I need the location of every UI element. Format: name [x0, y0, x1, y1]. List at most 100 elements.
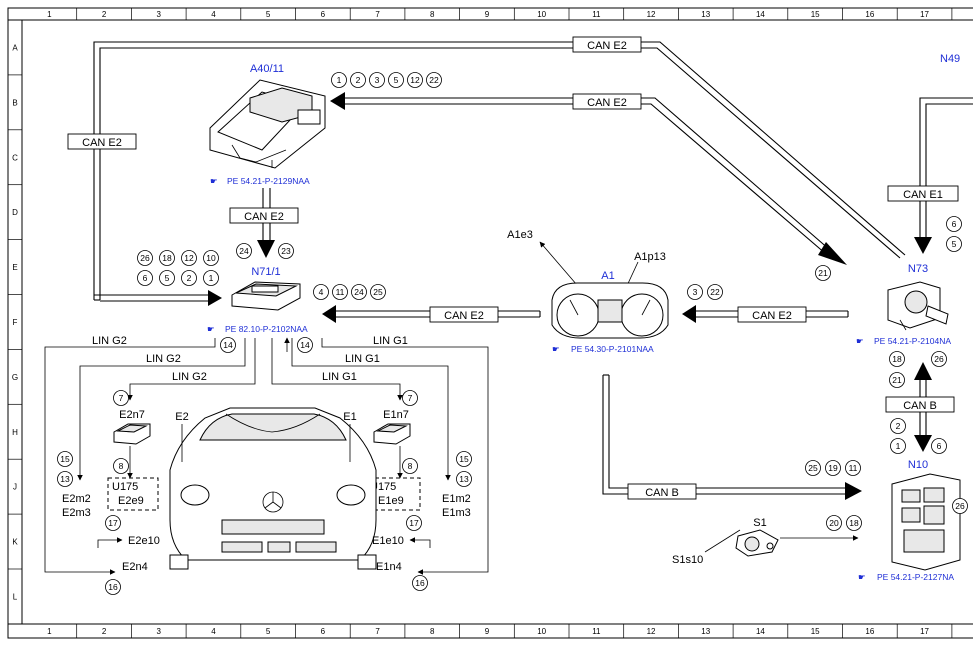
svg-text:E2e9: E2e9: [118, 495, 144, 507]
ruler-bottom-label: 5: [266, 627, 271, 636]
doc-ref-icon: ☛: [210, 176, 218, 186]
s1s10-label: S1s10: [672, 554, 703, 566]
ruler-top-label: 10: [537, 10, 546, 19]
svg-text:17: 17: [409, 518, 419, 528]
callout-circle: 5: [159, 270, 175, 286]
a40-11-unit[interactable]: [209, 79, 326, 169]
n10-signal-module[interactable]: [891, 473, 961, 571]
callout-circle: 6: [137, 270, 153, 286]
n73-label: N73: [908, 263, 928, 275]
doc-ref-icon: ☛: [856, 336, 864, 346]
vehicle-front-illustration: [169, 407, 377, 570]
svg-text:7: 7: [119, 393, 124, 403]
svg-text:8: 8: [408, 461, 413, 471]
svg-text:26: 26: [140, 253, 150, 263]
ruler-top-label: 2: [102, 10, 107, 19]
a40-11-ref[interactable]: ☛ PE 54.21-P-2129NAA: [210, 176, 310, 186]
svg-text:CAN E2: CAN E2: [587, 40, 627, 52]
can-e2-bus-top: [93, 41, 906, 306]
drawing-frame: [7, 7, 973, 639]
e2n7-module[interactable]: [113, 423, 151, 445]
ruler-left-label: B: [12, 98, 17, 107]
callout-circle: 16: [105, 579, 121, 595]
e2n7-label: E2n7: [119, 409, 145, 421]
svg-text:21: 21: [892, 375, 902, 385]
ruler-top-label: 13: [701, 10, 710, 19]
callout-circle: 20: [826, 515, 842, 531]
svg-text:CAN E1: CAN E1: [903, 189, 943, 201]
u175-right-box: U175 E1e9: [367, 477, 421, 511]
callout-circle: 3: [687, 284, 703, 300]
callout-circle: 1: [890, 438, 906, 454]
n73-ref[interactable]: ☛ PE 54.21-P-2104NA: [856, 336, 951, 346]
svg-text:CAN E2: CAN E2: [444, 310, 484, 322]
svg-text:24: 24: [354, 287, 364, 297]
callout-circle: 23: [278, 243, 294, 259]
n73-ignition-switch[interactable]: [887, 281, 949, 331]
a1e3-label: A1e3: [507, 229, 533, 241]
callout-circle: 22: [426, 72, 442, 88]
callout-circle: 8: [113, 458, 129, 474]
svg-text:18: 18: [849, 518, 859, 528]
a40-11-label: A40/11: [250, 63, 284, 75]
svg-text:24: 24: [239, 246, 249, 256]
ruler-top-label: 8: [430, 10, 435, 19]
a1-ref[interactable]: ☛ PE 54.30-P-2101NAA: [552, 344, 654, 354]
ruler-bottom-label: 6: [321, 627, 326, 636]
callout-circle: 14: [220, 337, 236, 353]
svg-text:15: 15: [459, 454, 469, 464]
ruler-left-label: E: [12, 263, 17, 272]
a1-instrument-cluster[interactable]: [551, 282, 669, 339]
svg-text:LIN G1: LIN G1: [373, 335, 408, 347]
can-b-label-n73: CAN B: [885, 396, 955, 413]
ruler-bottom-label: 13: [701, 627, 710, 636]
e1n7-label: E1n7: [383, 409, 409, 421]
ruler-top-label: 17: [920, 10, 929, 19]
svg-text:CAN E2: CAN E2: [587, 97, 627, 109]
callout-circle: 6: [946, 216, 962, 232]
callout-circle: 5: [388, 72, 404, 88]
callout-circle: 12: [181, 250, 197, 266]
svg-text:5: 5: [394, 75, 399, 85]
svg-text:U175: U175: [370, 481, 396, 493]
n71-1-label: N71/1: [251, 266, 280, 278]
svg-text:7: 7: [408, 393, 413, 403]
svg-text:6: 6: [952, 219, 957, 229]
ruler-left-label: D: [12, 208, 18, 217]
ruler-left-label: G: [12, 373, 18, 382]
callout-circle: 21: [889, 372, 905, 388]
ruler-top-label: 4: [211, 10, 216, 19]
e1n7-module[interactable]: [373, 423, 411, 445]
e2m3-label: E2m3: [62, 507, 91, 519]
can-e2-label-n71: CAN E2: [429, 306, 499, 323]
callout-circle: 6: [931, 438, 947, 454]
ruler-bottom-label: 1: [47, 627, 52, 636]
svg-text:11: 11: [849, 463, 858, 473]
ruler-bottom-label: 9: [485, 627, 490, 636]
callout-circle: 7: [113, 390, 129, 406]
lin-g2-inner: LIN G2: [127, 338, 256, 401]
svg-text:11: 11: [336, 287, 345, 297]
callout-circle: 5: [946, 236, 962, 252]
ruler-left-label: C: [12, 153, 18, 162]
svg-text:12: 12: [410, 75, 420, 85]
ruler-bottom-label: 8: [430, 627, 435, 636]
s1-light-switch[interactable]: [735, 529, 779, 557]
svg-text:LIN G1: LIN G1: [322, 371, 357, 383]
svg-text:25: 25: [808, 463, 818, 473]
ruler-bottom-label: 14: [756, 627, 765, 636]
svg-text:1: 1: [209, 273, 214, 283]
ruler-bottom-label: 12: [647, 627, 656, 636]
svg-text:6: 6: [937, 441, 942, 451]
n71-1-unit[interactable]: [231, 281, 301, 311]
callout-circle: 18: [889, 351, 905, 367]
ruler-bottom-label: 16: [865, 627, 874, 636]
ruler-left-label: J: [13, 483, 17, 492]
n10-ref[interactable]: ☛ PE 54.21-P-2127NA: [858, 572, 954, 582]
svg-text:12: 12: [184, 253, 194, 263]
svg-text:21: 21: [818, 268, 828, 278]
n71-1-ref[interactable]: ☛ PE 82.10-P-2102NAA: [207, 324, 308, 334]
can-e2-label-a1: CAN E2: [737, 306, 807, 323]
